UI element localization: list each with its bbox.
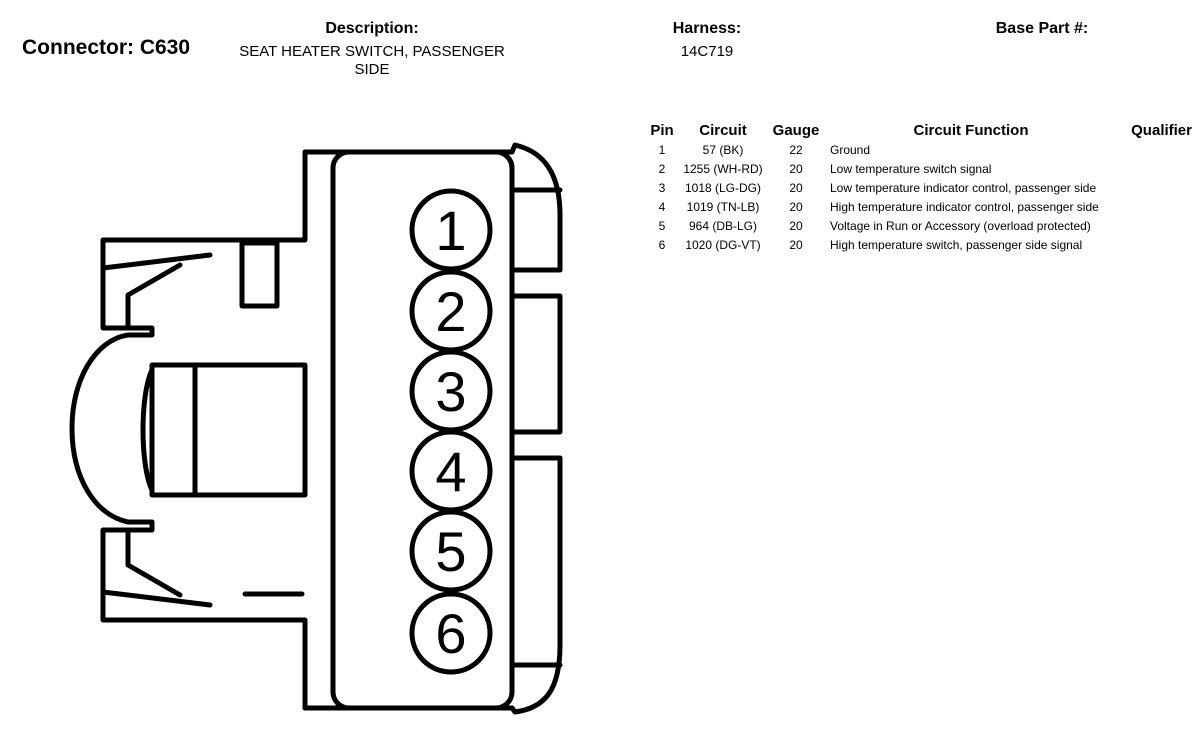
cell-circuit: 57 (BK) [702,142,744,157]
cell-gauge: 20 [789,161,803,176]
top-latch-hook [125,262,183,331]
cell-circuit: 964 (DB-LG) [688,218,758,233]
cell-circuit: 1020 (DG-VT) [685,237,761,252]
pin-5-circle [409,509,493,593]
top-latch-window [239,240,280,309]
cell-gauge: 20 [789,199,803,214]
right-cover-top [509,142,563,273]
pin-2-label: 2 [435,280,466,343]
harness-label: Harness: [672,20,742,37]
cell-circuit: 1255 (WH-RD) [683,161,763,176]
cell-function: Low temperature switch signal [830,161,992,176]
lock-window [149,362,308,498]
table-row: 6 1020 (DG-VT) 20 High temperature switc… [644,235,1192,254]
table-row: 3 1018 (LG-DG) 20 Low temperature indica… [644,178,1192,197]
pin-table: Pin Circuit Gauge Circuit Function Quali… [644,120,1192,254]
cell-circuit: 1018 (LG-DG) [684,180,762,195]
cell-pin: 5 [658,218,666,233]
table-row: 2 1255 (WH-RD) 20 Low temperature switch… [644,159,1192,178]
description-value: SEAT HEATER SWITCH, PASSENGER SIDE [239,43,505,78]
connector-body-outline [69,149,308,711]
cell-pin: 3 [658,180,666,195]
cell-function: Low temperature indicator control, passe… [830,180,1097,195]
cell-function: Voltage in Run or Accessory (overload pr… [830,218,1091,233]
description-label: Description: [325,20,419,37]
cell-pin: 2 [658,161,666,176]
lock-window-curve [140,367,155,493]
cell-gauge: 20 [789,180,803,195]
cell-gauge: 22 [789,142,803,157]
cell-function: High temperature switch, passenger side … [830,237,1083,252]
cell-function: High temperature indicator control, pass… [830,199,1099,214]
cell-function: Ground [830,142,871,157]
table-header-row: Pin Circuit Gauge Circuit Function Quali… [644,120,1192,140]
col-header-circuit: Circuit [699,121,747,139]
cell-gauge: 20 [789,218,803,233]
pin-3-label: 3 [435,360,466,423]
table-row: 4 1019 (TN-LB) 20 High temperature indic… [644,197,1192,216]
cell-circuit: 1019 (TN-LB) [686,199,760,214]
col-header-pin: Pin [650,121,674,139]
pin-housing [330,149,515,711]
pin-6-label: 6 [435,602,466,665]
pin-5-label: 5 [435,520,466,583]
col-header-qualifier: Qualifier [1131,121,1192,139]
connector-title: Connector: C630 [22,36,191,59]
cell-pin: 6 [658,237,666,252]
bottom-latch-arm [100,589,213,608]
table-row: 1 57 (BK) 22 Ground [644,140,1192,159]
col-header-circuit-function: Circuit Function [913,121,1029,139]
pin-1-label: 1 [435,199,466,262]
col-header-gauge: Gauge [772,121,820,139]
pin-1-circle [409,188,493,272]
base-part-label: Base Part #: [995,20,1089,37]
table-row: 5 964 (DB-LG) 20 Voltage in Run or Acces… [644,216,1192,235]
bottom-latch-hook [125,527,183,598]
cell-pin: 1 [658,142,666,157]
right-cover-bottom [509,455,563,715]
pin-4-label: 4 [435,440,466,503]
top-latch-arm [100,252,213,271]
pin-6-circle [409,591,493,675]
right-cover-middle [509,293,563,435]
harness-value: 14C719 [680,43,734,60]
cell-gauge: 20 [789,237,803,252]
cell-pin: 4 [658,199,666,214]
